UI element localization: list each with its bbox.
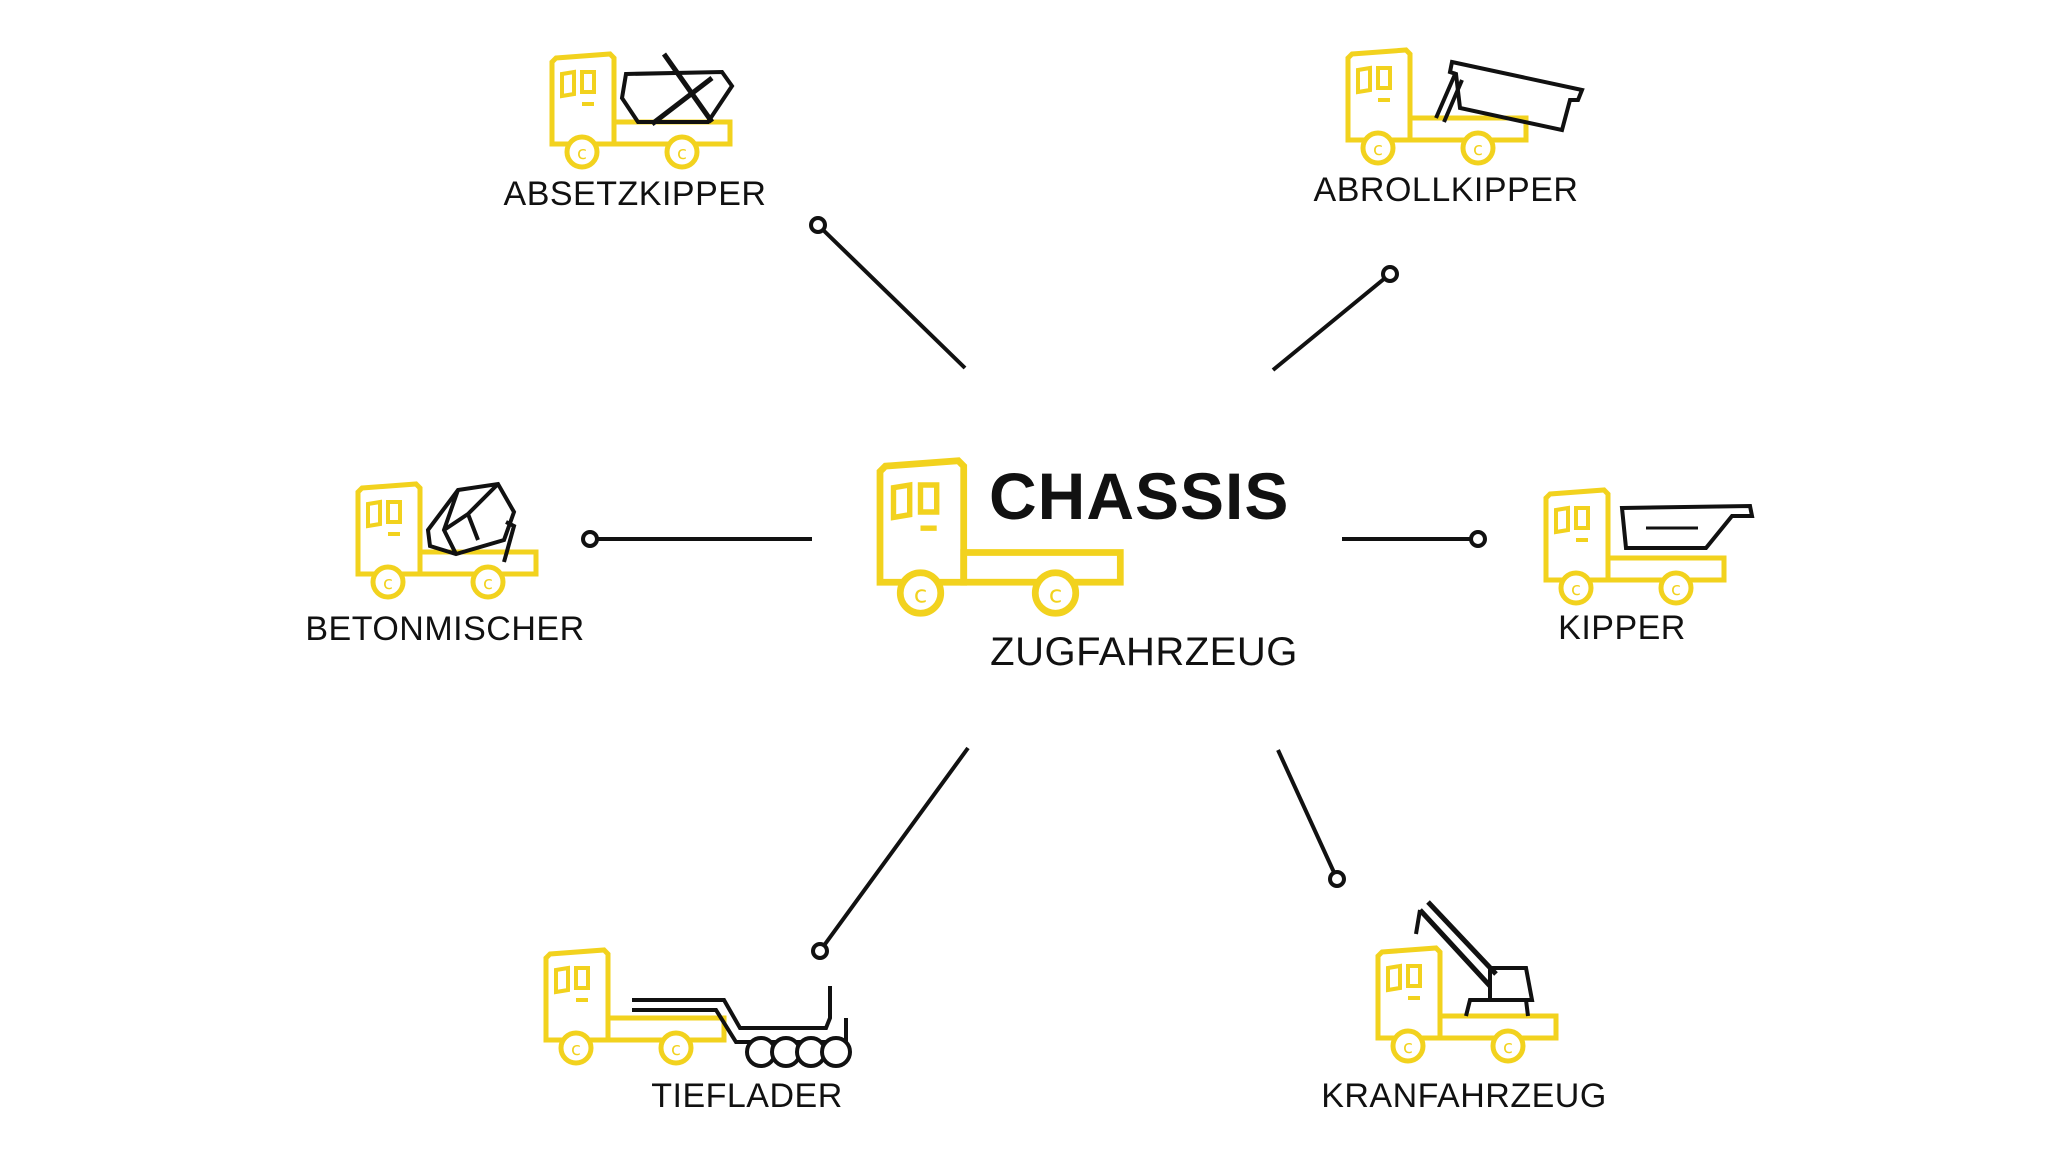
connector-abrollkipper <box>1271 272 1392 372</box>
label-tieflader: TIEFLADER <box>651 1077 843 1115</box>
kipper-icon <box>1546 490 1755 603</box>
absetzkipper-icon <box>552 54 735 167</box>
kranfahrzeug-icon <box>1378 900 1556 1061</box>
connector-tieflader <box>818 746 970 953</box>
label-kipper: KIPPER <box>1558 609 1686 647</box>
connector-lines <box>581 216 1487 960</box>
connector-kranfahrzeug <box>1276 749 1339 880</box>
label-absetzkipper: ABSETZKIPPER <box>503 175 767 213</box>
connector-dot-kranfahrzeug <box>1328 870 1346 888</box>
label-abrollkipper: ABROLLKIPPER <box>1313 171 1579 209</box>
connector-dot-abrollkipper <box>1381 265 1399 283</box>
betonmischer-icon <box>358 484 536 597</box>
connector-dot-tieflader <box>811 942 829 960</box>
tieflader-icon <box>546 950 852 1068</box>
label-betonmischer: BETONMISCHER <box>305 610 585 648</box>
label-kranfahrzeug: KRANFAHRZEUG <box>1321 1077 1607 1115</box>
connector-dot-kipper <box>1469 530 1487 548</box>
connector-absetzkipper <box>816 223 967 370</box>
abrollkipper-icon <box>1348 50 1585 163</box>
connector-dot-absetzkipper <box>809 216 827 234</box>
center-subtitle: ZUGFAHRZEUG <box>990 630 1298 674</box>
center-title: CHASSIS <box>989 459 1290 533</box>
connector-dot-betonmischer <box>581 530 599 548</box>
